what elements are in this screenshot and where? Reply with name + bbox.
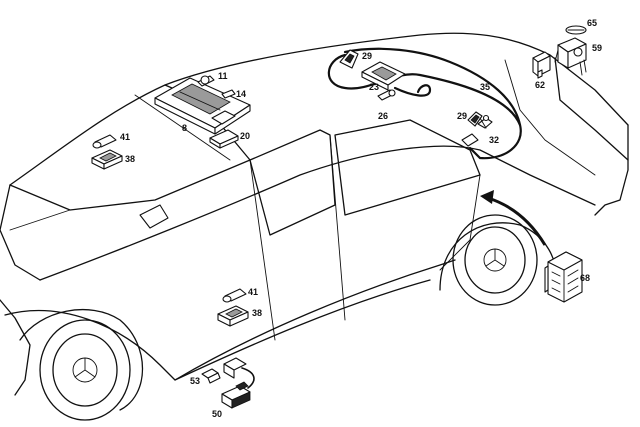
label-35: 35 xyxy=(480,82,490,92)
lamp-20 xyxy=(209,129,239,149)
bulb-53 xyxy=(201,368,221,384)
lamp-38-upper xyxy=(91,149,123,170)
lamp-38-lower xyxy=(217,305,249,327)
trunk-line xyxy=(554,57,629,161)
bulb-11 xyxy=(197,75,215,87)
overhead-console-8 xyxy=(154,77,251,135)
label-53: 53 xyxy=(190,376,200,386)
pointer-arrow xyxy=(487,196,547,246)
label-8: 8 xyxy=(182,123,187,133)
a-pillar xyxy=(134,94,231,161)
clip-29-upper xyxy=(339,49,359,69)
rear-window xyxy=(334,119,481,216)
label-68: 68 xyxy=(580,273,590,283)
bulb-26 xyxy=(377,89,396,101)
label-41-lower: 41 xyxy=(248,287,258,297)
label-14: 14 xyxy=(236,89,246,99)
lamp-23 xyxy=(361,61,406,91)
bulb-41-upper xyxy=(92,134,117,149)
label-65: 65 xyxy=(587,18,597,28)
side-mirror xyxy=(139,204,169,229)
rear-end xyxy=(594,124,629,216)
front-bumper xyxy=(0,299,31,396)
label-62: 62 xyxy=(535,80,545,90)
car-body xyxy=(0,32,629,396)
roof-line xyxy=(9,32,629,186)
bulb-41-lower xyxy=(222,288,247,303)
front-window xyxy=(249,129,336,236)
car-side-top xyxy=(39,145,596,281)
label-20: 20 xyxy=(240,131,250,141)
label-38-lower: 38 xyxy=(252,308,262,318)
bulb-14 xyxy=(221,89,236,99)
label-11: 11 xyxy=(218,71,228,81)
bulb-65 xyxy=(565,25,587,35)
pointer-arrowhead xyxy=(480,190,494,204)
car-side-bottom xyxy=(4,259,456,381)
label-41-upper: 41 xyxy=(120,132,130,142)
roof-harness-loop xyxy=(343,47,522,127)
hood xyxy=(0,184,41,281)
front-wheel xyxy=(19,308,144,421)
lamp-50 xyxy=(221,357,255,409)
label-23: 23 xyxy=(369,82,379,92)
rear-wheel xyxy=(439,214,557,306)
switch-62 xyxy=(532,51,551,79)
connector-32 xyxy=(477,114,493,129)
label-38-upper: 38 xyxy=(125,154,135,164)
label-26: 26 xyxy=(378,111,388,121)
connector-32-lower xyxy=(461,133,479,147)
label-29-upper: 29 xyxy=(362,51,372,61)
label-29-lower: 29 xyxy=(457,111,467,121)
door-line-front xyxy=(249,159,276,341)
module-68 xyxy=(544,251,583,303)
clip-29-lower xyxy=(467,111,483,127)
sill-line xyxy=(174,279,431,381)
label-32: 32 xyxy=(489,135,499,145)
label-59: 59 xyxy=(592,43,602,53)
label-50: 50 xyxy=(212,409,222,419)
door-line-rear xyxy=(439,174,481,271)
part-labels: 11 14 8 20 41 38 29 23 26 35 29 32 65 59… xyxy=(120,18,602,419)
leader-lines xyxy=(479,49,559,129)
b-pillar xyxy=(329,134,346,321)
lamp-59 xyxy=(557,37,587,76)
rear-pillar xyxy=(504,59,596,176)
roof-harness-branch xyxy=(393,84,432,97)
roof-harness xyxy=(327,53,522,160)
hood-crease xyxy=(9,209,71,231)
